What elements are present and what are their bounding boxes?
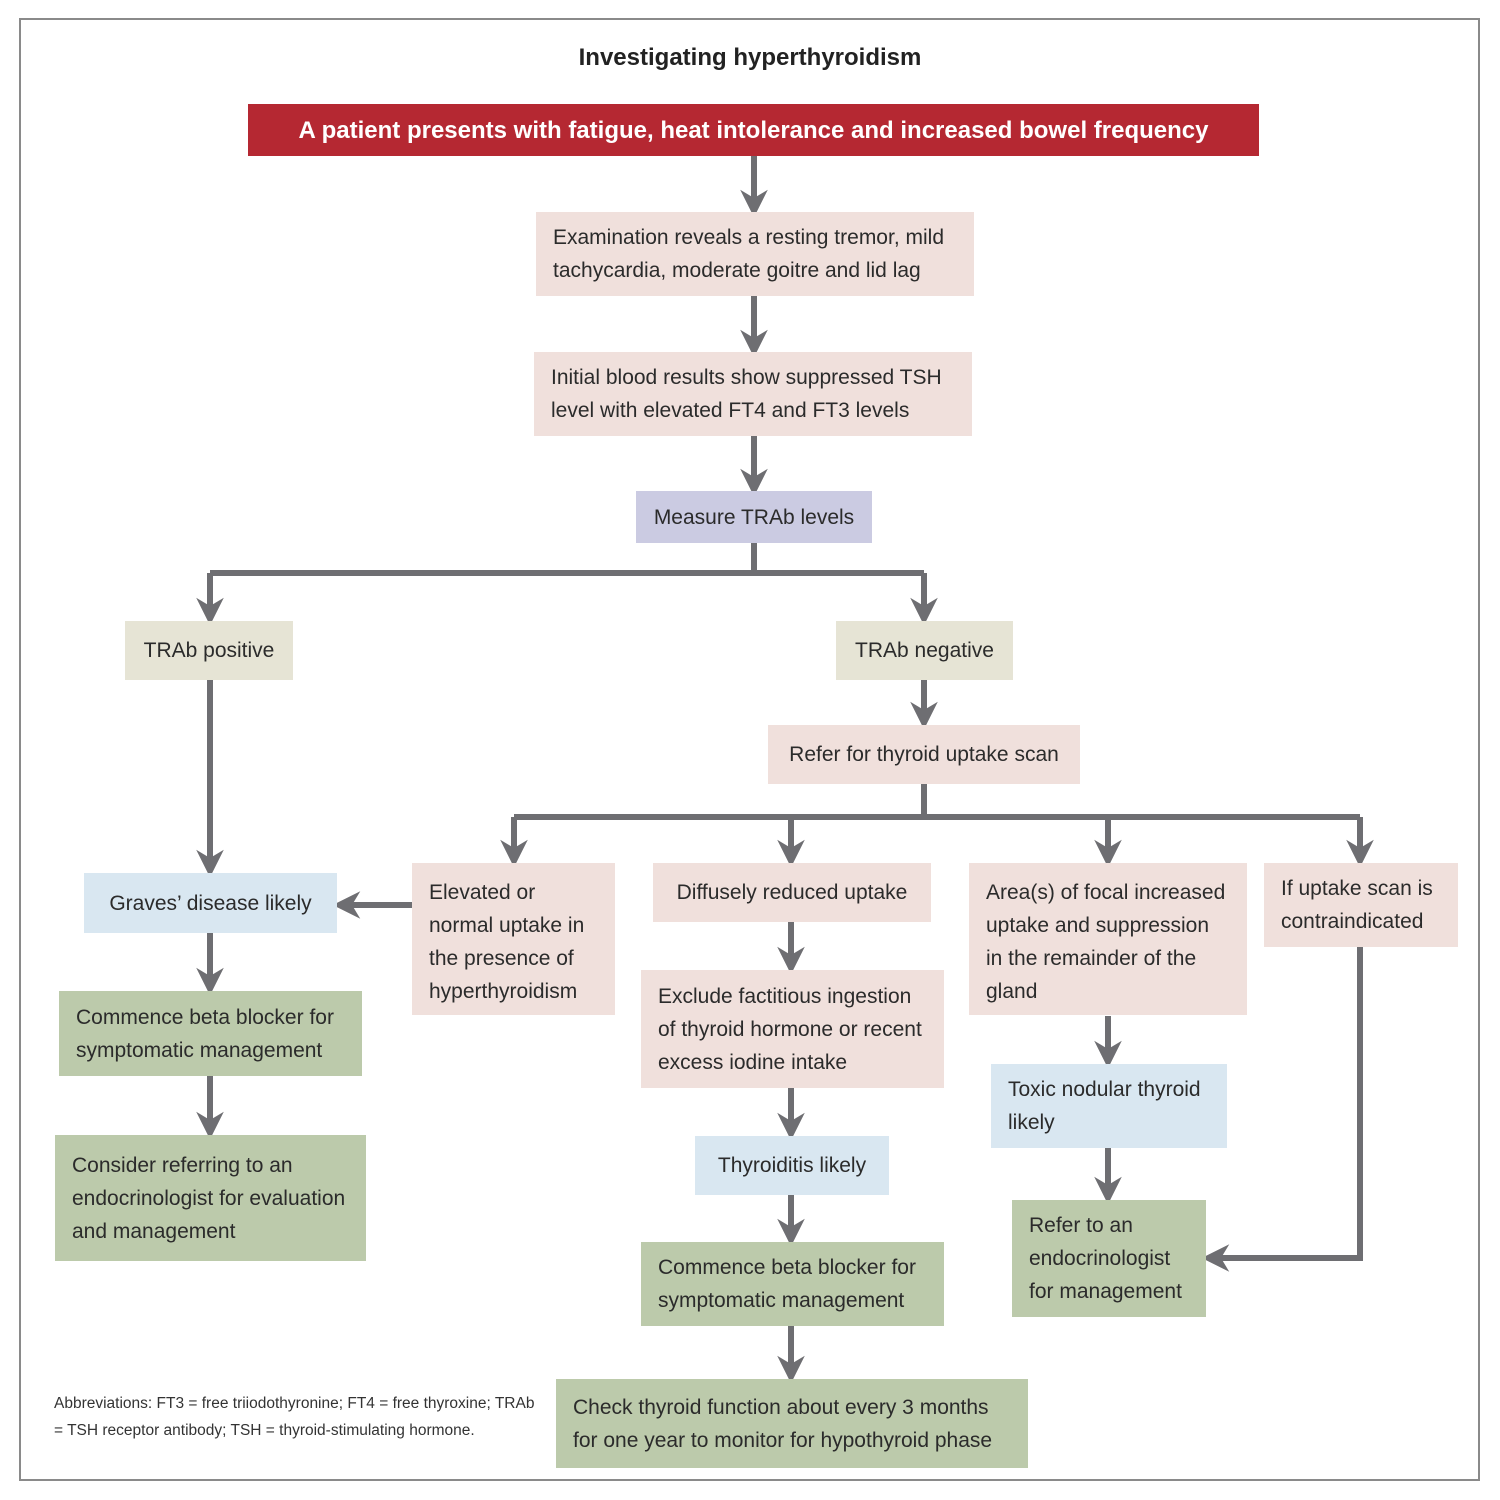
branch-trab-split [210,543,924,576]
branch-scan-split [514,784,1360,820]
blood-results-text: Initial blood results show suppressed TS… [551,366,942,422]
uptake-scan-text: Refer for thyroid uptake scan [789,743,1059,766]
graves-beta-blocker-text: Commence beta blocker for symptomatic ma… [76,1005,334,1062]
exclude-factitious-box: Exclude factitious ingestion of thyroid … [641,970,944,1088]
uptake-scan-box: Refer for thyroid uptake scan [768,725,1080,784]
refer-endocrinologist-box: Refer to an endocrinologist for manageme… [1012,1200,1206,1317]
refer-endocrinologist-text: Refer to an endocrinologist for manageme… [1029,1214,1182,1303]
graves-text: Graves’ disease likely [109,891,312,915]
presentation-box: A patient presents with fatigue, heat in… [248,104,1259,156]
graves-beta-blocker-box: Commence beta blocker for symptomatic ma… [59,991,362,1076]
measure-trab-text: Measure TRAb levels [653,505,855,529]
examination-text: Examination reveals a resting tremor, mi… [553,226,944,282]
scan-contraindicated-box: If uptake scan is contraindicated [1264,863,1458,947]
trab-positive-box: TRAb positive [125,621,293,680]
diffusely-reduced-box: Diffusely reduced uptake [653,863,931,922]
toxic-nodular-box: Toxic nodular thyroid likely [991,1064,1227,1148]
thyroiditis-box: Thyroiditis likely [695,1136,889,1195]
trab-negative-box: TRAb negative [836,621,1013,680]
toxic-nodular-text: Toxic nodular thyroid likely [1008,1078,1201,1134]
trab-positive-text: TRAb positive [143,639,275,662]
check-function-box: Check thyroid function about every 3 mon… [556,1379,1028,1468]
elevated-uptake-box: Elevated or normal uptake in the presenc… [412,863,615,1015]
thyroiditis-beta-blocker-box: Commence beta blocker for symptomatic ma… [641,1242,944,1326]
diffusely-reduced-text: Diffusely reduced uptake [676,881,908,904]
focal-increased-box: Area(s) of focal increased uptake and su… [969,863,1247,1015]
focal-increased-text: Area(s) of focal increased uptake and su… [986,881,1226,1003]
thyroiditis-text: Thyroiditis likely [717,1154,867,1177]
graves-refer-text: Consider referring to an endocrinologist… [72,1153,346,1243]
arrow-contraindicated-to-refer [1201,947,1363,1272]
abbreviations-footnote: Abbreviations: FT3 = free triiodothyroni… [54,1395,535,1439]
scan-contraindicated-text: If uptake scan is contraindicated [1281,877,1433,933]
examination-box: Examination reveals a resting tremor, mi… [536,212,974,296]
diagram-title: Investigating hyperthyroidism [578,44,922,71]
figure-frame [19,18,1480,1481]
trab-negative-text: TRAb negative [855,639,994,662]
elevated-uptake-text: Elevated or normal uptake in the presenc… [429,881,585,1003]
blood-results-box: Initial blood results show suppressed TS… [534,352,972,436]
presentation-text: A patient presents with fatigue, heat in… [298,116,1209,144]
check-function-text: Check thyroid function about every 3 mon… [573,1395,993,1452]
graves-box: Graves’ disease likely [84,873,337,933]
thyroiditis-beta-blocker-text: Commence beta blocker for symptomatic ma… [658,1256,916,1312]
measure-trab-box: Measure TRAb levels [636,491,872,543]
graves-refer-box: Consider referring to an endocrinologist… [55,1135,366,1261]
exclude-factitious-text: Exclude factitious ingestion of thyroid … [658,984,922,1074]
